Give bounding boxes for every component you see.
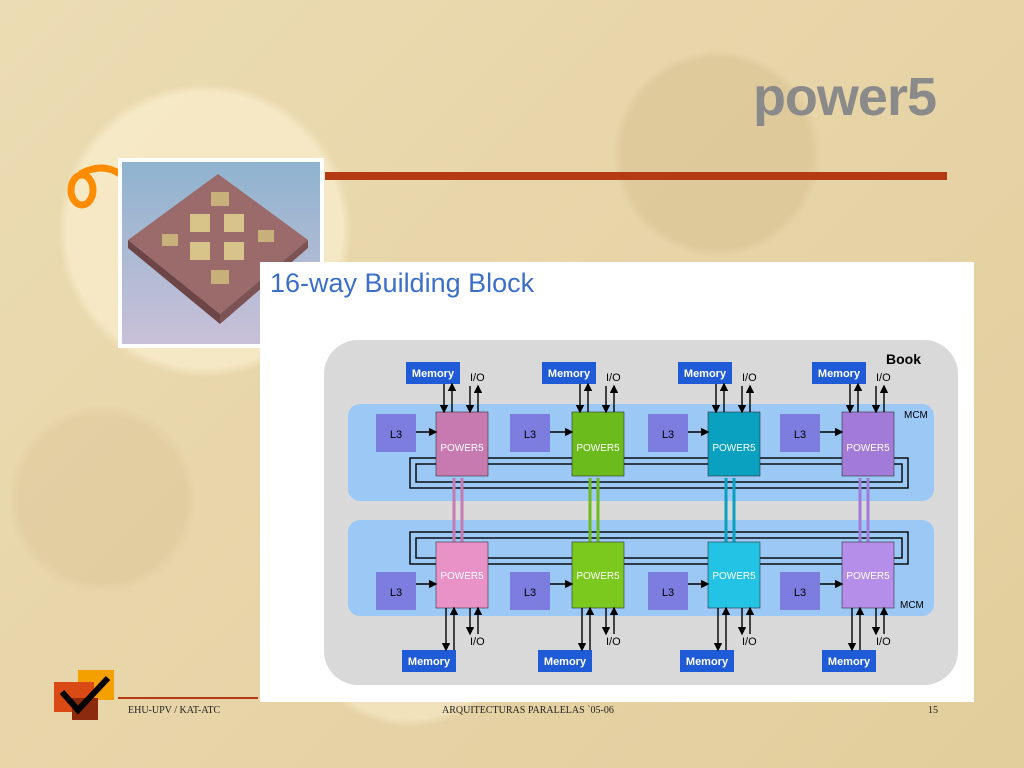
memory-bottom-3 <box>822 650 876 672</box>
power5-chip-top-2 <box>707 411 761 477</box>
memory-label-top-0: Memory <box>412 368 455 380</box>
slide-title: power5 <box>752 67 937 127</box>
memory-label-top-2: Memory <box>684 368 727 380</box>
l3-cache-bottom-3 <box>780 572 820 610</box>
io-label-top-2: I/O <box>742 372 757 384</box>
power5-label-top-3: POWER5 <box>846 443 890 454</box>
l3-label-bottom-2: L3 <box>662 587 674 599</box>
l3-cache-bottom-0 <box>376 572 416 610</box>
memory-label-bottom-2: Memory <box>686 656 729 668</box>
power5-label-bottom-3: POWER5 <box>846 571 890 582</box>
power5-chip-bottom-1 <box>571 541 625 609</box>
memory-bottom-0 <box>402 650 456 672</box>
memory-top-0 <box>406 362 460 384</box>
io-label-bottom-1: I/O <box>606 636 621 648</box>
mcm-label-top: MCM <box>904 410 928 421</box>
power5-chip-bottom-0 <box>435 541 489 609</box>
l3-label-bottom-1: L3 <box>524 587 536 599</box>
io-label-top-1: I/O <box>606 372 621 384</box>
power5-chip-top-1 <box>571 411 625 477</box>
ring-bus-outer-1 <box>409 531 909 565</box>
l3-label-bottom-0: L3 <box>390 587 402 599</box>
l3-cache-top-0 <box>376 414 416 452</box>
power5-chip-top-0 <box>435 411 489 477</box>
power5-chip-bottom-2 <box>707 541 761 609</box>
memory-top-1 <box>542 362 596 384</box>
io-label-bottom-3: I/O <box>876 636 891 648</box>
ring-icon <box>67 164 122 209</box>
io-label-top-3: I/O <box>876 372 891 384</box>
power5-chip-top-3 <box>841 411 895 477</box>
mcm-label-bottom: MCM <box>900 600 924 611</box>
memory-bottom-1 <box>538 650 592 672</box>
diagram-title: 16-way Building Block <box>270 268 535 298</box>
power5-chip-bottom-3 <box>841 541 895 609</box>
l3-label-bottom-3: L3 <box>794 587 806 599</box>
footer-left: EHU-UPV / KAT-ATC <box>128 705 221 716</box>
power5-label-bottom-1: POWER5 <box>576 571 620 582</box>
l3-cache-bottom-2 <box>648 572 688 610</box>
io-label-bottom-2: I/O <box>742 636 757 648</box>
title-rule <box>325 172 947 180</box>
checkmark-logo-icon <box>54 670 114 720</box>
memory-label-bottom-0: Memory <box>408 656 451 668</box>
l3-cache-top-2 <box>648 414 688 452</box>
memory-label-top-3: Memory <box>818 368 861 380</box>
power5-label-top-1: POWER5 <box>576 443 620 454</box>
l3-cache-bottom-1 <box>510 572 550 610</box>
page-number: 15 <box>928 705 938 716</box>
footer-center: ARQUITECTURAS PARALELAS `05-06 <box>442 705 614 716</box>
l3-label-top-0: L3 <box>390 429 402 441</box>
memory-label-bottom-3: Memory <box>828 656 871 668</box>
book-region <box>324 340 958 685</box>
building-block-diagram: BookMCMMCMPOWER5POWER5L3L3MemoryMemoryI/… <box>324 340 958 685</box>
memory-bottom-2 <box>680 650 734 672</box>
memory-label-top-1: Memory <box>548 368 591 380</box>
book-label: Book <box>886 351 921 367</box>
l3-cache-top-1 <box>510 414 550 452</box>
memory-top-3 <box>812 362 866 384</box>
io-label-top-0: I/O <box>470 372 485 384</box>
memory-top-2 <box>678 362 732 384</box>
io-label-bottom-0: I/O <box>470 636 485 648</box>
power5-label-top-2: POWER5 <box>712 443 756 454</box>
l3-cache-top-3 <box>780 414 820 452</box>
memory-label-bottom-1: Memory <box>544 656 587 668</box>
power5-label-bottom-2: POWER5 <box>712 571 756 582</box>
power5-label-bottom-0: POWER5 <box>440 571 484 582</box>
ring-bus-inner-1 <box>415 537 903 559</box>
ring-bus-outer-0 <box>409 457 909 489</box>
chip-photo-icon <box>118 158 324 348</box>
l3-label-top-1: L3 <box>524 429 536 441</box>
l3-label-top-3: L3 <box>794 429 806 441</box>
l3-label-top-2: L3 <box>662 429 674 441</box>
ring-bus-inner-0 <box>415 463 903 483</box>
footer-rule <box>118 697 258 699</box>
power5-label-top-0: POWER5 <box>440 443 484 454</box>
